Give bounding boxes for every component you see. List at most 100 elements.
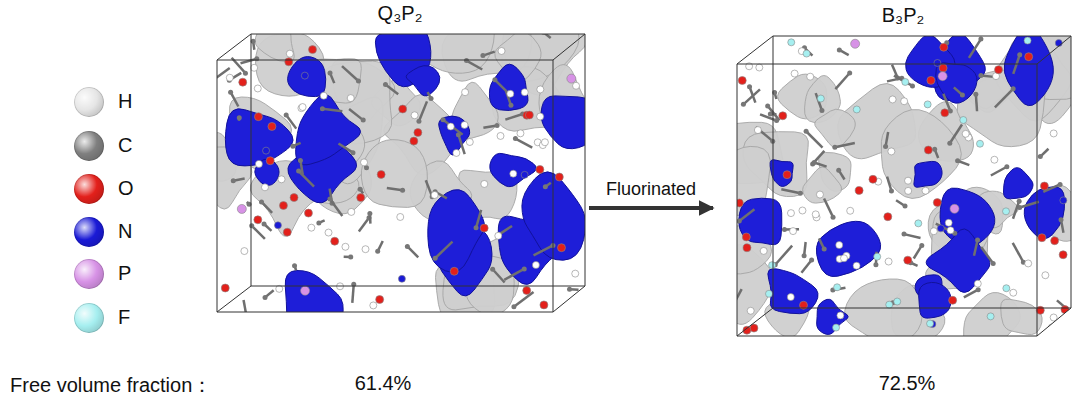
bond (299, 171, 314, 187)
carbon-atom (492, 77, 497, 82)
carbon-atom (1038, 154, 1043, 159)
bond (286, 115, 296, 129)
carbon-atom (737, 219, 742, 224)
free-volume-surface (489, 64, 528, 110)
atom-swatch (74, 131, 104, 161)
oxygen-atom (285, 58, 293, 66)
carbon-atom (947, 141, 952, 146)
hydrogen-atom (754, 127, 761, 134)
hydrogen-atom (397, 213, 404, 220)
hydrogen-atom (251, 64, 258, 71)
fluorine-atom (915, 220, 922, 227)
carbon-atom (837, 47, 842, 52)
bond (835, 143, 855, 147)
phosphorus-atom (567, 74, 576, 83)
oxygen-atom (1025, 53, 1033, 61)
carbon-atom (263, 295, 268, 300)
oxygen-atom (1059, 251, 1067, 259)
nitrogen-atom (301, 72, 308, 79)
hydrogen-atom (807, 73, 814, 80)
hydrogen-atom (837, 312, 844, 319)
fluorine-atom (834, 284, 841, 291)
carbon-atom (782, 227, 787, 232)
cell-edge (251, 286, 585, 287)
nitrogen-atom (937, 225, 944, 232)
cell-edge (737, 64, 1037, 65)
carbon-atom (361, 118, 366, 123)
carbon-atom (292, 263, 297, 268)
hydrogen-atom (947, 227, 954, 234)
carbon-atom (873, 262, 878, 267)
carbon-atom (836, 168, 841, 173)
bond (995, 89, 1013, 108)
cell-edge (737, 64, 738, 336)
carbon-atom (513, 136, 518, 141)
oxygen-atom (557, 244, 565, 252)
fluorine-atom (1063, 321, 1070, 328)
carbon-atom (298, 158, 303, 163)
carbon-atom (932, 147, 937, 152)
hydrogen-atom (905, 177, 912, 184)
hydrogen-atom (1010, 289, 1017, 296)
fluorine-atom (976, 140, 983, 147)
hydrogen-atom (447, 123, 454, 130)
hydrogen-atom (348, 208, 355, 215)
fluorine-atom (817, 95, 824, 102)
bond (476, 210, 481, 228)
fluorine-atom (853, 106, 860, 113)
oxygen-atom (376, 296, 384, 304)
oxygen-atom (266, 157, 274, 165)
carbon-atom (567, 287, 572, 292)
hydrogen-atom (974, 280, 981, 287)
carbon-atom (809, 258, 814, 263)
bond (950, 125, 962, 144)
carbon-atom (350, 150, 355, 155)
oxygen-atom (1040, 182, 1048, 190)
cell-edge (773, 36, 774, 308)
oxygen-atom (869, 175, 877, 183)
hydrogen-atom (431, 191, 438, 198)
oxygen-atom (221, 284, 229, 292)
free-volume-surface (803, 167, 842, 203)
fluorine-atom (803, 50, 810, 57)
oxygen-atom (1051, 237, 1059, 245)
hydrogen-atom (541, 139, 548, 146)
carbon-atom (976, 287, 981, 292)
legend-row: F (74, 303, 154, 333)
free-volume-surface (541, 96, 587, 149)
hydrogen-atom (756, 64, 763, 71)
legend-text: H (118, 90, 132, 113)
hydrogen-atom (853, 262, 860, 269)
hydrogen-atom (342, 243, 349, 250)
free-volume-surface (490, 153, 536, 186)
oxygen-atom (949, 296, 957, 304)
hydrogen-atom (812, 211, 819, 218)
oxygen-atom (927, 76, 935, 84)
cell-edge (251, 34, 585, 35)
free-volume-surface (361, 140, 427, 208)
bond (775, 246, 792, 265)
carbon-atom (832, 145, 837, 150)
hydrogen-atom (787, 210, 794, 217)
hydrogen-atom (370, 302, 377, 309)
carbon-atom (296, 169, 301, 174)
hydrogen-atom (1042, 272, 1049, 279)
bond (493, 269, 505, 282)
bond (969, 39, 981, 58)
bond (904, 234, 921, 238)
hydrogen-atom (261, 184, 268, 191)
cell-edge (1037, 64, 1038, 336)
phosphorus-atom (851, 39, 860, 48)
carbon-atom (978, 37, 983, 42)
carbon-atom (262, 221, 267, 226)
free-volume-surface (817, 299, 848, 334)
molecular-cell-illustration (213, 32, 587, 314)
oxygen-atom (254, 216, 262, 224)
fluorine-atom (924, 101, 931, 108)
carbon-atom (741, 102, 746, 107)
free-volume-surface (285, 270, 343, 314)
hydrogen-atom (962, 130, 969, 137)
carbon-atom (375, 249, 380, 254)
cell-edge (773, 308, 1071, 309)
carbon-atom (416, 119, 421, 124)
